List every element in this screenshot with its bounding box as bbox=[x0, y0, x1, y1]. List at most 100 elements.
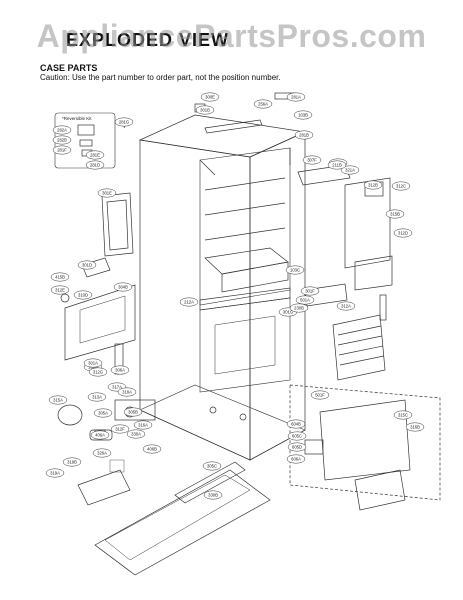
part-callout: 103C bbox=[285, 265, 305, 275]
part-callout-ellipse bbox=[203, 490, 223, 500]
part-callout: 312E bbox=[50, 285, 70, 295]
part-callout: 319A bbox=[45, 468, 65, 478]
part-callout-label: 306A bbox=[115, 368, 125, 373]
part-callout: 256A bbox=[253, 99, 273, 109]
part-callout-ellipse bbox=[393, 410, 413, 420]
part-callout-label: 315A bbox=[53, 398, 63, 403]
part-callout-label: 316B bbox=[410, 425, 420, 430]
part-callout: 315B bbox=[385, 209, 405, 219]
freezer-door-part bbox=[289, 384, 441, 511]
part-callout: 406B bbox=[142, 444, 162, 454]
part-callout-ellipse bbox=[285, 265, 305, 275]
part-callout-ellipse bbox=[327, 160, 347, 170]
part-callout-label: 282B bbox=[57, 138, 67, 143]
part-callout-label: 330B bbox=[208, 493, 218, 498]
part-callout-ellipse bbox=[52, 145, 72, 155]
part-callout-label: 318A bbox=[122, 390, 132, 395]
part-callout: 212A bbox=[179, 297, 199, 307]
part-callout: 316B bbox=[405, 422, 425, 432]
part-callout-ellipse bbox=[92, 448, 112, 458]
part-callout-label: 604B bbox=[291, 422, 301, 427]
part-callout: 305C bbox=[202, 461, 222, 471]
part-callout-label: 330A bbox=[131, 432, 141, 437]
part-callout-ellipse bbox=[286, 419, 306, 429]
part-callout: 301A bbox=[83, 358, 103, 368]
part-callout-label: 305A bbox=[98, 411, 108, 416]
part-callout-label: 310D bbox=[78, 293, 88, 298]
part-callout: 282A bbox=[52, 125, 72, 135]
part-callout-ellipse bbox=[195, 105, 215, 115]
part-callout: 605C bbox=[287, 431, 307, 441]
part-callout-label: 281D bbox=[90, 163, 100, 168]
machine-cover-part bbox=[64, 257, 136, 361]
part-callout-label: 605D bbox=[292, 445, 302, 450]
part-callout-ellipse bbox=[113, 282, 133, 292]
part-callout-ellipse bbox=[286, 92, 306, 102]
part-callout-label: 281B bbox=[299, 133, 309, 138]
part-callout-ellipse bbox=[110, 424, 130, 434]
part-callout: 301B bbox=[195, 105, 215, 115]
part-callout: 301F bbox=[300, 286, 320, 296]
part-callout-label: 321A bbox=[345, 168, 355, 173]
part-callout-ellipse bbox=[179, 297, 199, 307]
part-callout-label: 305B bbox=[128, 410, 138, 415]
part-callout-label: 312E bbox=[55, 288, 65, 293]
part-callout-label: 319B bbox=[67, 460, 77, 465]
part-callout: 318A bbox=[117, 387, 137, 397]
part-callout-label: 316A bbox=[138, 423, 148, 428]
part-callout: 312G bbox=[88, 367, 108, 377]
part-callout-ellipse bbox=[142, 444, 162, 454]
part-callout: 304B bbox=[113, 282, 133, 292]
part-callout: 307F bbox=[302, 155, 322, 165]
part-callout-ellipse bbox=[336, 301, 356, 311]
part-callout: 312A bbox=[336, 301, 356, 311]
part-callout-ellipse bbox=[393, 228, 413, 238]
part-callout-ellipse bbox=[87, 392, 107, 402]
part-callout-ellipse bbox=[289, 303, 309, 313]
part-callout-label: 312C bbox=[396, 184, 406, 189]
part-callout: 312C bbox=[391, 181, 411, 191]
base-plate-part bbox=[94, 461, 271, 576]
part-callout-ellipse bbox=[83, 358, 103, 368]
part-callout: 313A bbox=[87, 392, 107, 402]
part-callout: 415B bbox=[50, 272, 70, 282]
part-callout-ellipse bbox=[50, 272, 70, 282]
reversible-kit-label: *Reversible Kit bbox=[62, 116, 92, 121]
part-callout-label: 313A bbox=[92, 395, 102, 400]
part-callout: 315A bbox=[48, 395, 68, 405]
part-callout-label: 326A bbox=[97, 451, 107, 456]
part-callout-label: 305C bbox=[207, 464, 217, 469]
part-callout: 321A bbox=[340, 165, 360, 175]
part-callout-label: 256A bbox=[258, 102, 268, 107]
part-callout: 604B bbox=[286, 419, 306, 429]
part-callout-ellipse bbox=[123, 407, 143, 417]
part-callout-ellipse bbox=[85, 160, 105, 170]
part-callout-label: 103C bbox=[290, 268, 300, 273]
part-callout-ellipse bbox=[110, 365, 130, 375]
part-callout: 301D bbox=[77, 260, 97, 270]
part-callout: 312F bbox=[110, 424, 130, 434]
part-callout-ellipse bbox=[385, 209, 405, 219]
part-callout: 281A bbox=[286, 92, 306, 102]
refrigerator-cabinet bbox=[138, 114, 307, 461]
part-callout: 281E bbox=[85, 150, 105, 160]
part-callout-ellipse bbox=[287, 442, 307, 452]
part-callout-ellipse bbox=[300, 286, 320, 296]
part-callout: 230B bbox=[289, 303, 309, 313]
part-callout-ellipse bbox=[133, 420, 153, 430]
part-callout-label: 281F bbox=[57, 148, 67, 153]
part-callout-label: 307F bbox=[307, 158, 317, 163]
part-callout-ellipse bbox=[52, 125, 72, 135]
part-callout-ellipse bbox=[45, 468, 65, 478]
part-callout-ellipse bbox=[310, 390, 330, 400]
part-callout-ellipse bbox=[302, 155, 322, 165]
part-callout: 312B bbox=[363, 180, 383, 190]
part-callout-label: 230B bbox=[294, 306, 304, 311]
part-callout-label: 415B bbox=[55, 275, 65, 280]
part-callout-ellipse bbox=[287, 431, 307, 441]
part-callout: 305B bbox=[123, 407, 143, 417]
part-callout-ellipse bbox=[293, 110, 313, 120]
part-callout: 326A bbox=[92, 448, 112, 458]
part-callout-label: 212A bbox=[184, 300, 194, 305]
